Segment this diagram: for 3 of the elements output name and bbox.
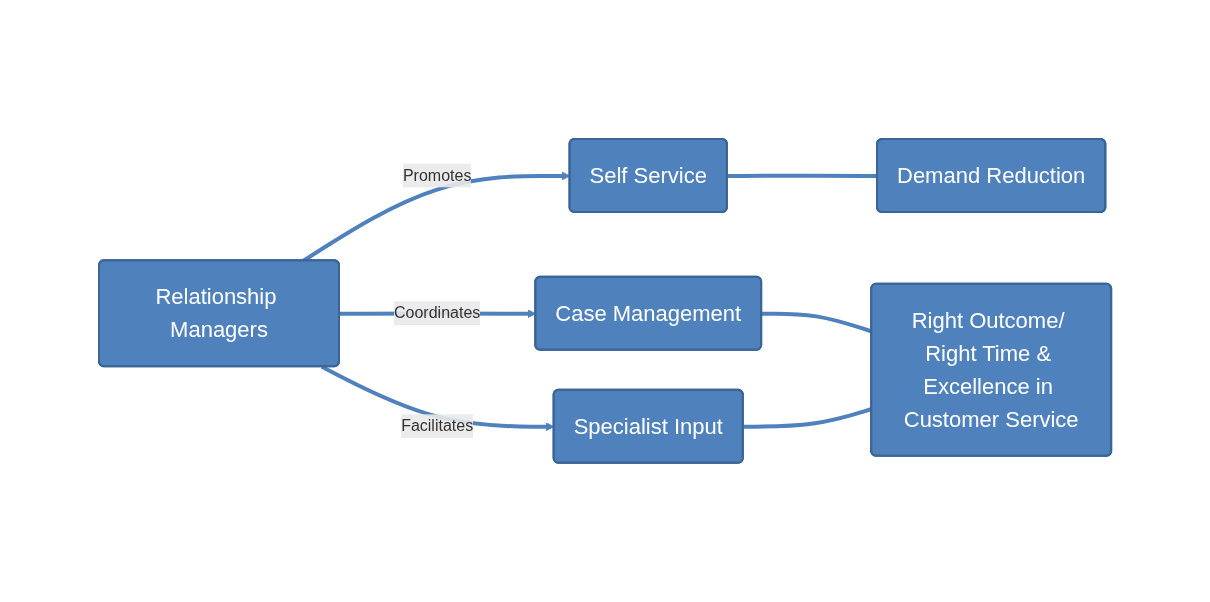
edge-label: Promotes [402, 166, 472, 184]
edge-label: Facilitates [401, 417, 474, 435]
edge-label: Coordinates [393, 304, 481, 322]
